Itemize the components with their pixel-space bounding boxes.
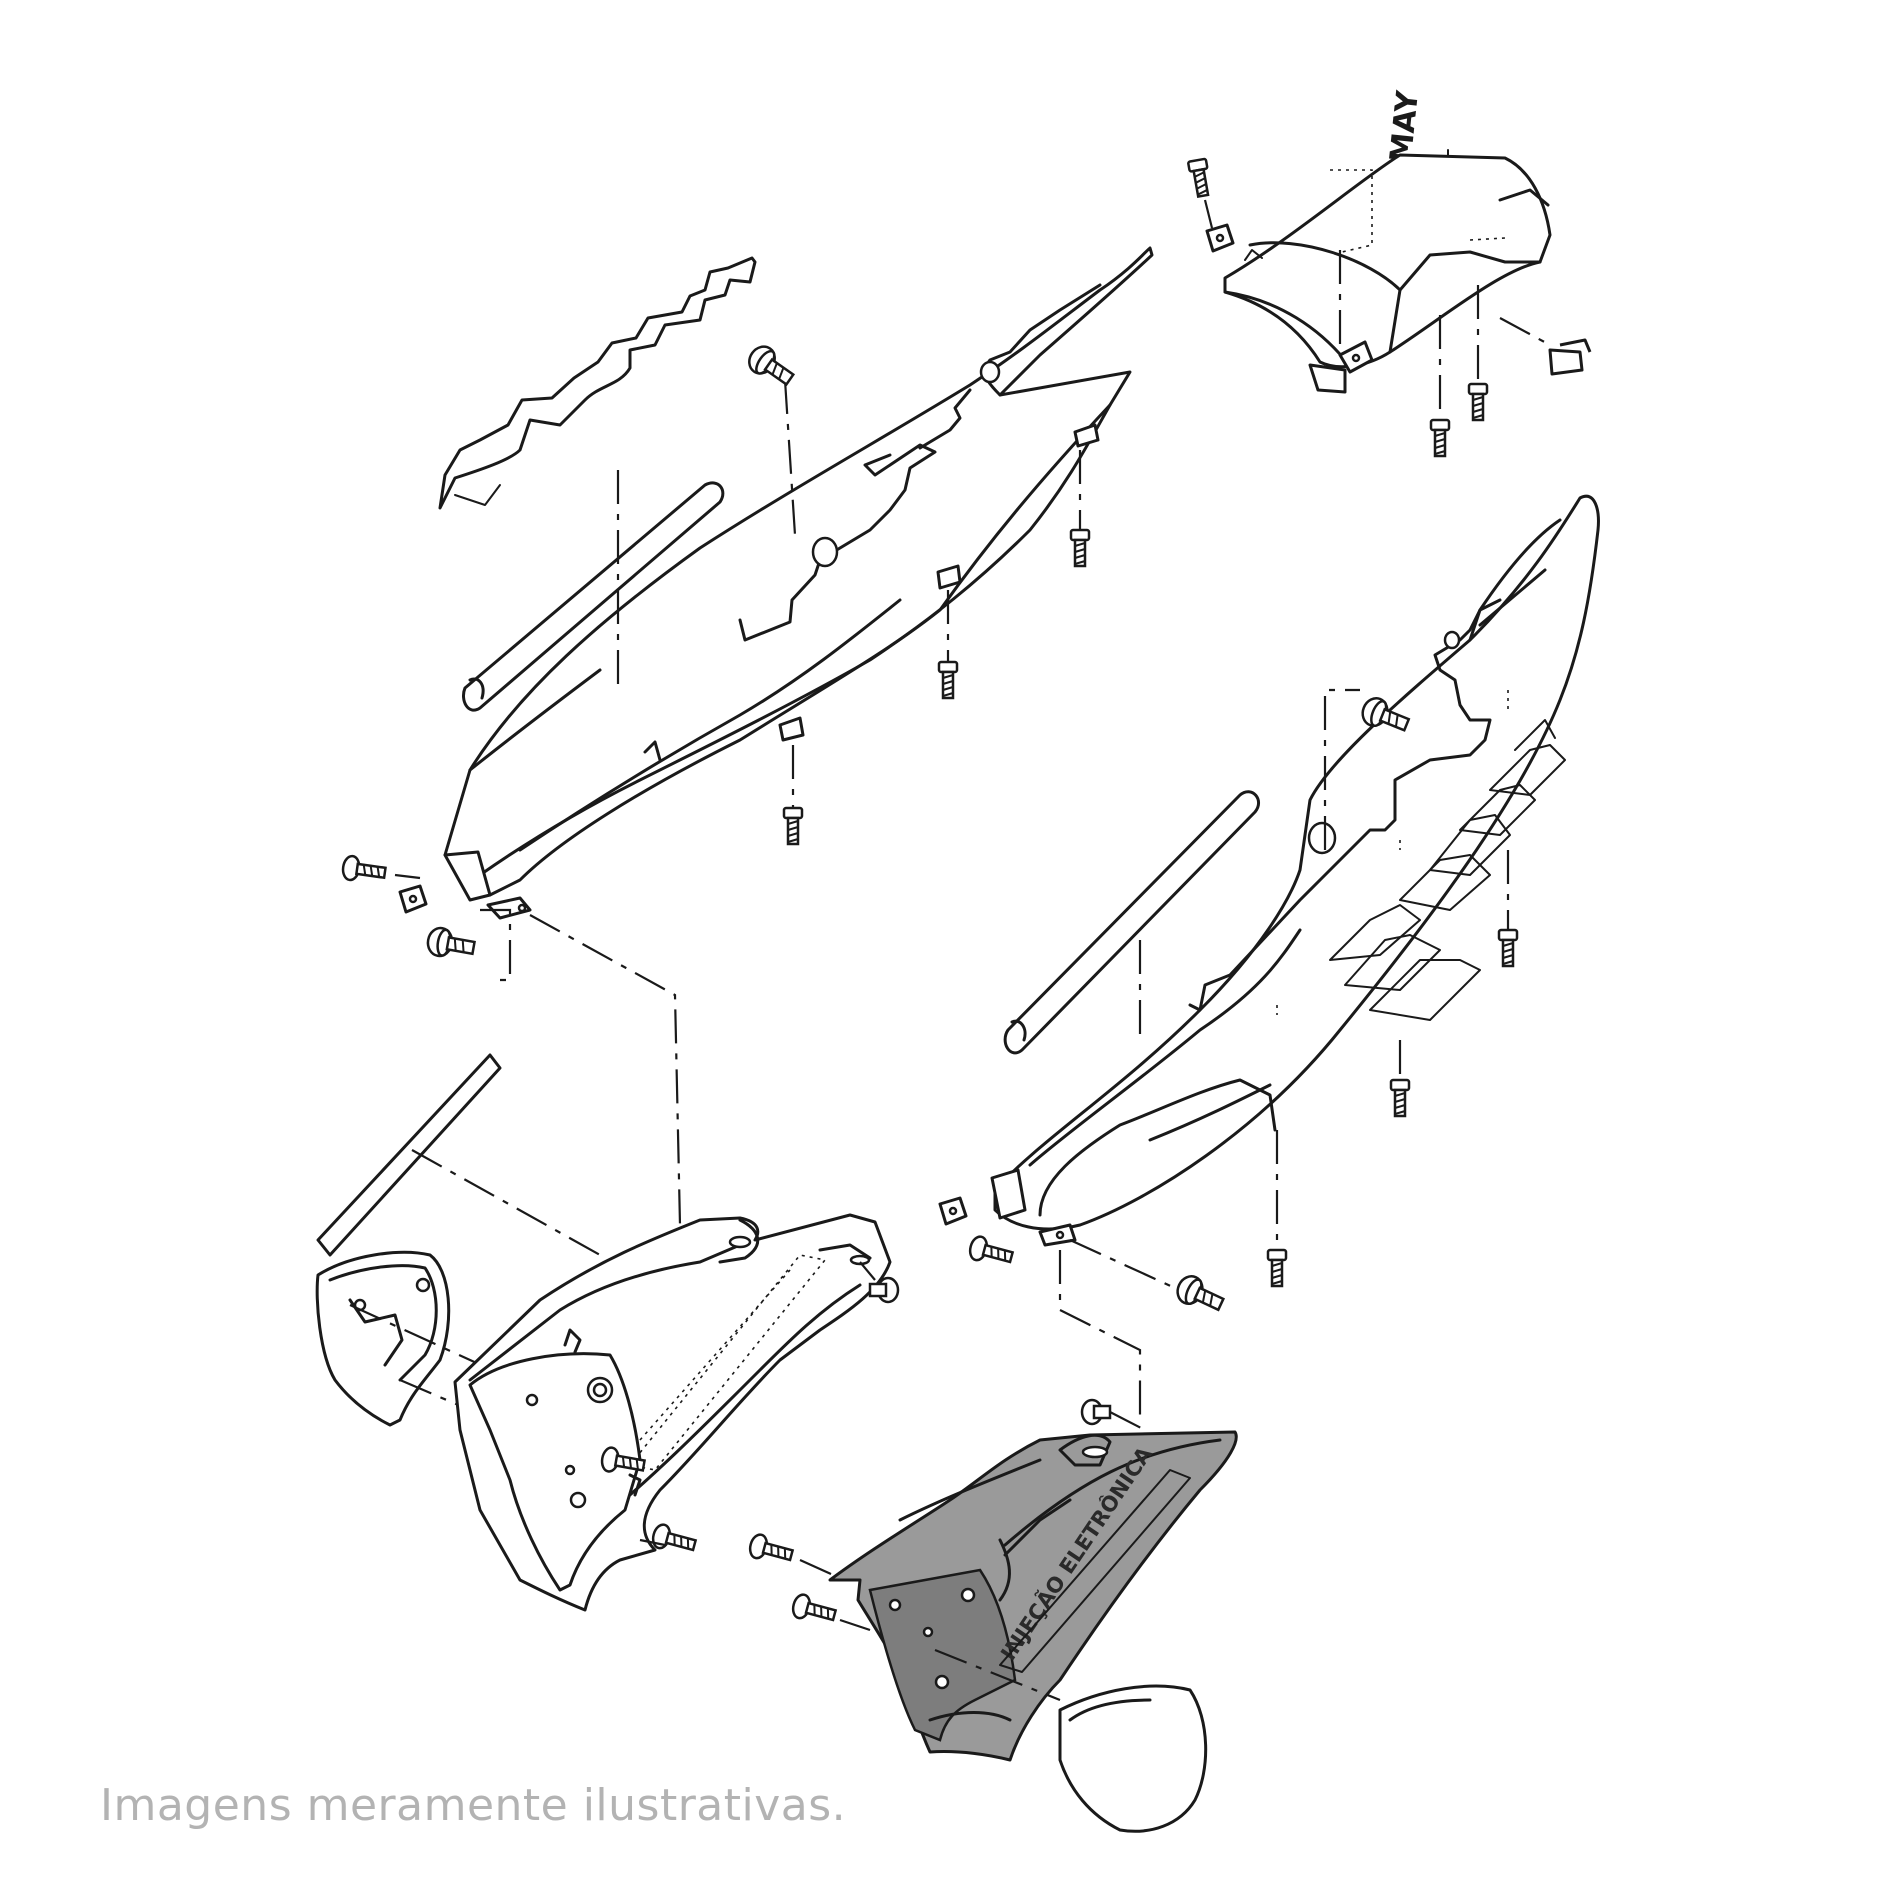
tail-cover-part: YAMAHA <box>1186 88 1592 458</box>
right-bracket-assembly-highlighted: INJEÇÃO ELETRÔNICA <box>746 1398 1238 1833</box>
disclaimer-caption: Imagens meramente ilustrativas. <box>100 1780 847 1831</box>
model-decal <box>1329 719 1566 1021</box>
left-bracket-assembly <box>315 1053 900 1612</box>
right-side-cover-part <box>938 494 1600 1420</box>
left-side-cover-part <box>340 246 1154 1241</box>
